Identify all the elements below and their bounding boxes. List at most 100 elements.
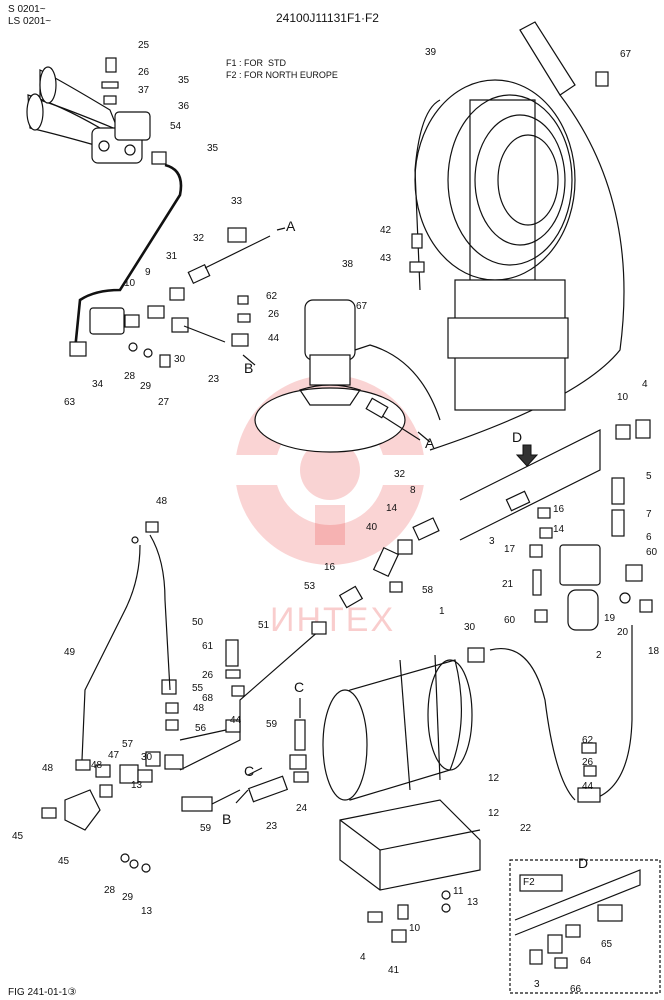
callout: 62 — [582, 735, 594, 746]
air-separator-group — [254, 299, 441, 453]
callout: 13 — [141, 906, 153, 917]
callout: 14 — [553, 524, 565, 535]
connector-label: A — [286, 218, 296, 234]
callout: 31 — [166, 251, 178, 262]
callout: 19 — [604, 613, 616, 624]
callout: 11 — [453, 886, 464, 897]
connector-label: B — [244, 360, 254, 376]
callout: 44 — [582, 781, 594, 792]
callout: 34 — [92, 379, 104, 390]
callout: 22 — [520, 823, 532, 834]
figure-number: FIG 241-01-1③ — [8, 987, 77, 998]
callout: 30 — [141, 752, 153, 763]
detail-box-variant: F2 — [523, 877, 535, 888]
callout: 16 — [324, 562, 336, 573]
callout: 13 — [131, 780, 143, 791]
callout: 44 — [268, 333, 280, 344]
callout: 26 — [202, 670, 214, 681]
callout: 10 — [617, 392, 629, 403]
callout: 25 — [138, 40, 150, 51]
callout: 17 — [504, 544, 516, 555]
callout: 3 — [489, 536, 495, 547]
view-arrow-label: D — [512, 429, 523, 445]
callout: 24 — [296, 803, 308, 814]
callout: 67 — [356, 301, 368, 312]
callout: 59 — [200, 823, 212, 834]
callout: 63 — [64, 397, 76, 408]
callout: 23 — [266, 821, 278, 832]
callout: 57 — [122, 739, 134, 750]
callout: 6 — [646, 532, 652, 543]
hose-reel-group — [409, 21, 625, 451]
callout: 60 — [646, 547, 658, 558]
callout: 23 — [208, 374, 220, 385]
callout: 30 — [174, 354, 186, 365]
detail-box-title: D — [578, 855, 589, 871]
callout: 32 — [394, 469, 406, 480]
callout: 60 — [504, 615, 516, 626]
air-horn-group — [26, 57, 167, 165]
callout: 39 — [425, 47, 437, 58]
callout: 45 — [58, 856, 70, 867]
drawing-code: 24100J11131F1·F2 — [276, 11, 379, 25]
callout: 26 — [268, 309, 280, 320]
detail-d-box — [509, 859, 661, 994]
callout: 4 — [360, 952, 366, 963]
callout: 18 — [648, 646, 660, 657]
callout: 12 — [488, 808, 500, 819]
right-fittings-group — [459, 419, 653, 803]
callout: 36 — [178, 101, 190, 112]
callout: 28 — [104, 885, 116, 896]
callout: 9 — [145, 267, 151, 278]
connector-label: A — [425, 435, 435, 451]
callout: 54 — [170, 121, 182, 132]
callout: 65 — [601, 939, 613, 950]
callout: 41 — [388, 965, 400, 976]
serial-range-a: S 0201~ — [8, 4, 46, 15]
callout: 10 — [409, 923, 421, 934]
callout: 27 — [158, 397, 170, 408]
callout: 38 — [342, 259, 354, 270]
callout: 26 — [582, 757, 594, 768]
watermark-text: ИНТЕХ — [270, 601, 396, 639]
callout: 56 — [195, 723, 207, 734]
valve-group-upper — [89, 227, 271, 368]
callout: 51 — [258, 620, 270, 631]
callout: 32 — [193, 233, 205, 244]
callout: 40 — [366, 522, 378, 533]
variant-note-f1: F1 : FOR STD — [226, 58, 287, 68]
callout: 35 — [178, 75, 190, 86]
callout: 3 — [534, 979, 540, 990]
callout: 28 — [124, 371, 136, 382]
center-fittings-group — [161, 517, 440, 812]
callout: 12 — [488, 773, 500, 784]
callout: 48 — [91, 760, 103, 771]
callout: 64 — [580, 956, 592, 967]
callout: 14 — [386, 503, 398, 514]
callout: 58 — [422, 585, 434, 596]
callout: 1 — [439, 606, 445, 617]
callout: 61 — [202, 641, 214, 652]
serial-range-b: LS 0201~ — [8, 16, 52, 27]
callout: 7 — [646, 509, 652, 520]
callout: 59 — [266, 719, 278, 730]
variant-note-f2: F2 : FOR NORTH EUROPE — [226, 70, 338, 80]
view-arrow-d — [515, 444, 539, 467]
callout: 13 — [467, 897, 479, 908]
callout: 62 — [266, 291, 278, 302]
callout: 68 — [202, 693, 214, 704]
callout: 21 — [502, 579, 514, 590]
callout: 26 — [138, 67, 150, 78]
callout: 47 — [108, 750, 120, 761]
callout: 67 — [620, 49, 632, 60]
callout: 5 — [646, 471, 652, 482]
callout: 35 — [207, 143, 219, 154]
left-lower-group — [41, 521, 171, 873]
callout: 29 — [140, 381, 152, 392]
callout: 45 — [12, 831, 24, 842]
callout: 48 — [193, 703, 205, 714]
connector-label: C — [244, 763, 255, 779]
callout: 48 — [42, 763, 54, 774]
callout: 44 — [230, 715, 242, 726]
